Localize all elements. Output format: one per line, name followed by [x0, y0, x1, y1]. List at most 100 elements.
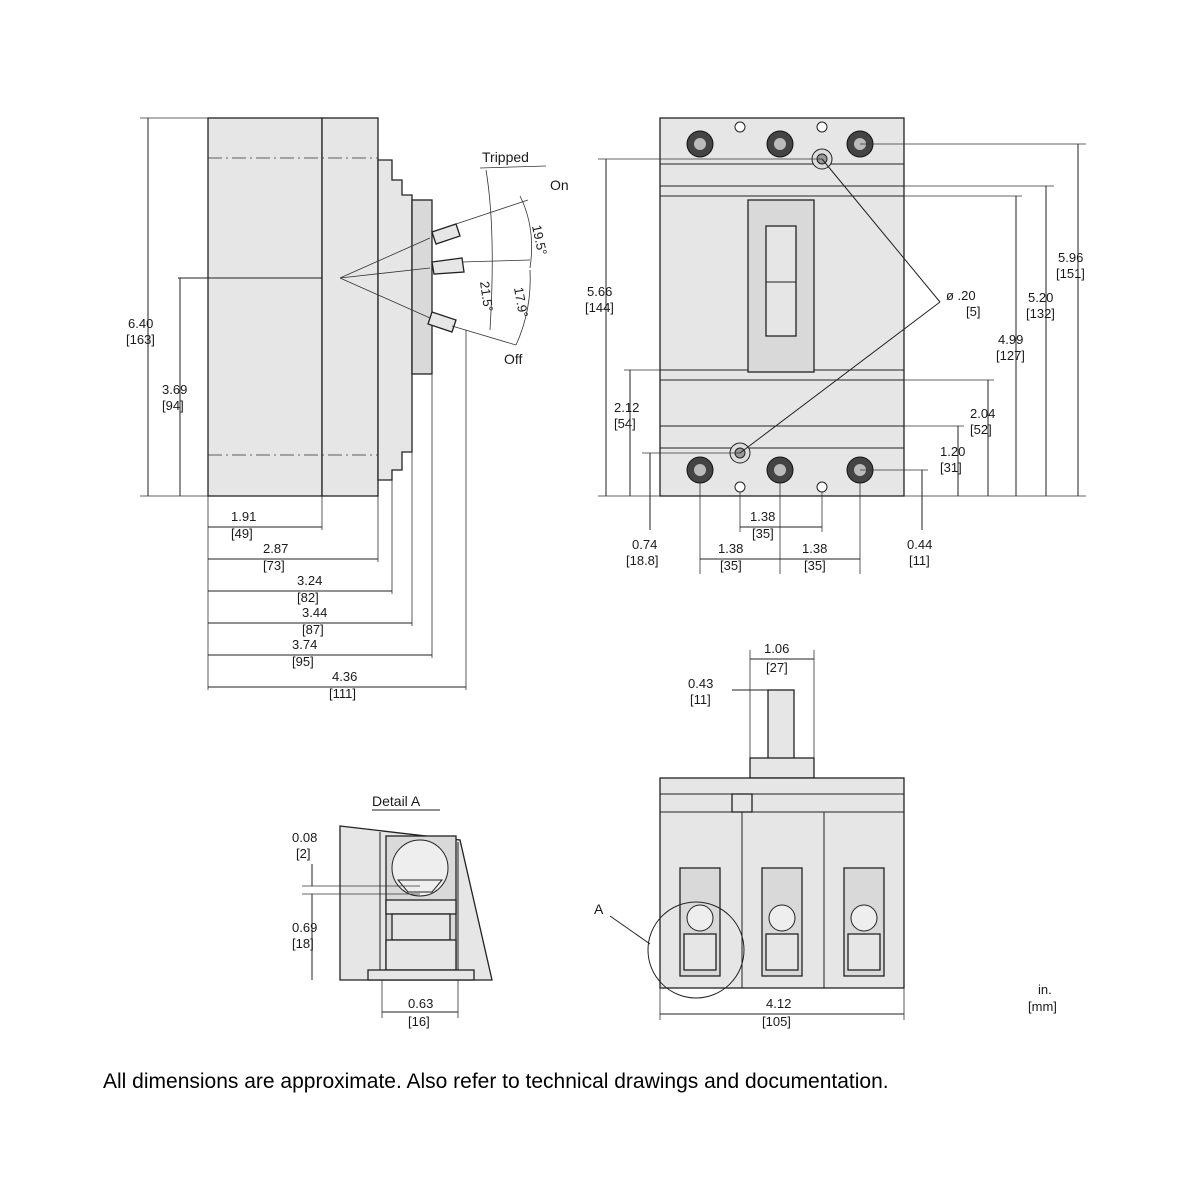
detail-top-in: 0.08 [292, 830, 317, 845]
front-left-dims: 5.66 [144] 2.12 [54] 0.74 [18.8] [585, 158, 822, 568]
depth-4-in: 3.44 [302, 605, 327, 620]
pole-left-in: 1.38 [718, 541, 743, 556]
left-lower-in: 2.12 [614, 400, 639, 415]
right-bottom-in: 1.20 [940, 444, 965, 459]
overall-width-in: 4.12 [766, 996, 791, 1011]
right-lower-mm: [52] [970, 422, 992, 437]
handle-width-in: 1.06 [764, 641, 789, 656]
angle-on: 19.5° [529, 224, 550, 257]
pole-left-mm: [35] [720, 558, 742, 573]
units-mm: [mm] [1028, 999, 1057, 1014]
detail-a-callout: A [594, 901, 604, 917]
leader-off [451, 325, 517, 346]
depth-6-mm: [111] [329, 686, 356, 701]
lug-screw-icon [768, 904, 796, 932]
front-view: ø .20 [5] 5.66 [144] 2.12 [54] 0.74 [18.… [585, 117, 1086, 574]
detail-height-in: 0.69 [292, 920, 317, 935]
mount-hole-icon [734, 121, 746, 133]
handle-height-mm: [94] [162, 398, 184, 413]
hole-leaders: ø .20 [5] [739, 158, 980, 454]
detail-a-leader [609, 915, 651, 945]
detail-a: Detail A 0.08 [2] 0.69 [18] 0.63 [16] [292, 793, 493, 1029]
depth-1-mm: [49] [231, 526, 253, 541]
pole-right-mm: [35] [804, 558, 826, 573]
label-on: On [550, 177, 569, 193]
units-in: in. [1038, 982, 1052, 997]
detail-top-mm: [2] [296, 846, 310, 861]
pole-right-in: 1.38 [802, 541, 827, 556]
front-bottom-dims: 1.38 [35] 1.38 [35] 1.38 [35] [699, 483, 861, 574]
handle-offset-in: 0.43 [688, 676, 713, 691]
depth-5-mm: [95] [292, 654, 314, 669]
lug-screw-icon [686, 904, 714, 932]
mount-hole-icon [734, 481, 746, 493]
right-outer-in: 5.96 [1058, 250, 1083, 265]
handle-height-in: 3.69 [162, 382, 187, 397]
right-outer-mm: [151] [1056, 266, 1085, 281]
detail-a-circle [647, 901, 745, 999]
leader-tripped [461, 259, 531, 263]
leader-on [455, 199, 529, 225]
bottom-right-mm: [11] [909, 553, 930, 568]
depth-6-in: 4.36 [332, 669, 357, 684]
swing-line-on [339, 237, 431, 279]
detail-width-mm: [16] [408, 1014, 430, 1029]
depth-2-mm: [73] [263, 558, 285, 573]
detail-screw-icon [391, 839, 449, 897]
toggle-handle [765, 225, 797, 337]
left-height-in: 5.66 [587, 284, 612, 299]
handle-off [427, 311, 457, 333]
arc-on [519, 195, 532, 269]
hole-dia-in: ø .20 [946, 288, 976, 303]
depth-dimensions: 1.91 [49] 2.87 [73] 3.24 [82] 3.44 [87] … [207, 330, 467, 701]
bottom-terminals [686, 442, 874, 493]
side-view: Tripped On Off 19.5° 21.5° 17.9° 6.40 [1… [126, 117, 569, 701]
handle-tripped [431, 257, 465, 275]
right-inner-mm: [127] [996, 348, 1025, 363]
overall-height-in: 6.40 [128, 316, 153, 331]
handle-positions [427, 223, 465, 333]
label-tripped: Tripped [482, 149, 529, 165]
handle-base [411, 199, 433, 375]
overall-height-mm: [163] [126, 332, 155, 347]
depth-2-in: 2.87 [263, 541, 288, 556]
lug-screw-icon [850, 904, 878, 932]
label-off: Off [504, 351, 523, 367]
depth-3-in: 3.24 [297, 573, 322, 588]
swing-line-off [339, 277, 431, 319]
overall-width-mm: [105] [762, 1014, 791, 1029]
front-right-dims: 5.96 [151] 5.20 [132] 4.99 [127] 2.04 [5… [860, 143, 1086, 568]
hole-spacing-mm: [35] [752, 526, 774, 541]
angle-off: 17.9° [511, 286, 531, 319]
side-body-rear [207, 117, 323, 497]
depth-1-in: 1.91 [231, 509, 256, 524]
detail-height-mm: [18] [292, 936, 314, 951]
dim-overall-height: 6.40 [163] [126, 117, 208, 497]
right-lower-in: 2.04 [970, 406, 995, 421]
hole-dia-mm: [5] [966, 304, 980, 319]
handle-on [431, 223, 461, 245]
bottom-terminals-view [679, 867, 885, 977]
arc-tripped [485, 169, 493, 331]
right-mid-in: 5.20 [1028, 290, 1053, 305]
hole-spacing-in: 1.38 [750, 509, 775, 524]
mount-hole-icon [816, 481, 828, 493]
depth-4-mm: [87] [302, 622, 324, 637]
angle-tripped: 21.5° [477, 280, 496, 312]
detail-width-in: 0.63 [408, 996, 433, 1011]
right-mid-mm: [132] [1026, 306, 1055, 321]
handle-offset-mm: [11] [690, 692, 711, 707]
right-inner-in: 4.99 [998, 332, 1023, 347]
detail-a-title: Detail A [372, 793, 421, 809]
bottom-left-mm: [18.8] [626, 553, 659, 568]
mount-hole-icon [816, 121, 828, 133]
depth-3-mm: [82] [297, 590, 319, 605]
side-face-steps [377, 159, 413, 481]
bottom-left-in: 0.74 [632, 537, 657, 552]
side-body-front [321, 117, 379, 497]
dim-handle-height: 3.69 [94] [162, 278, 187, 496]
footer-note: All dimensions are approximate. Also ref… [103, 1070, 889, 1093]
depth-5-in: 3.74 [292, 637, 317, 652]
